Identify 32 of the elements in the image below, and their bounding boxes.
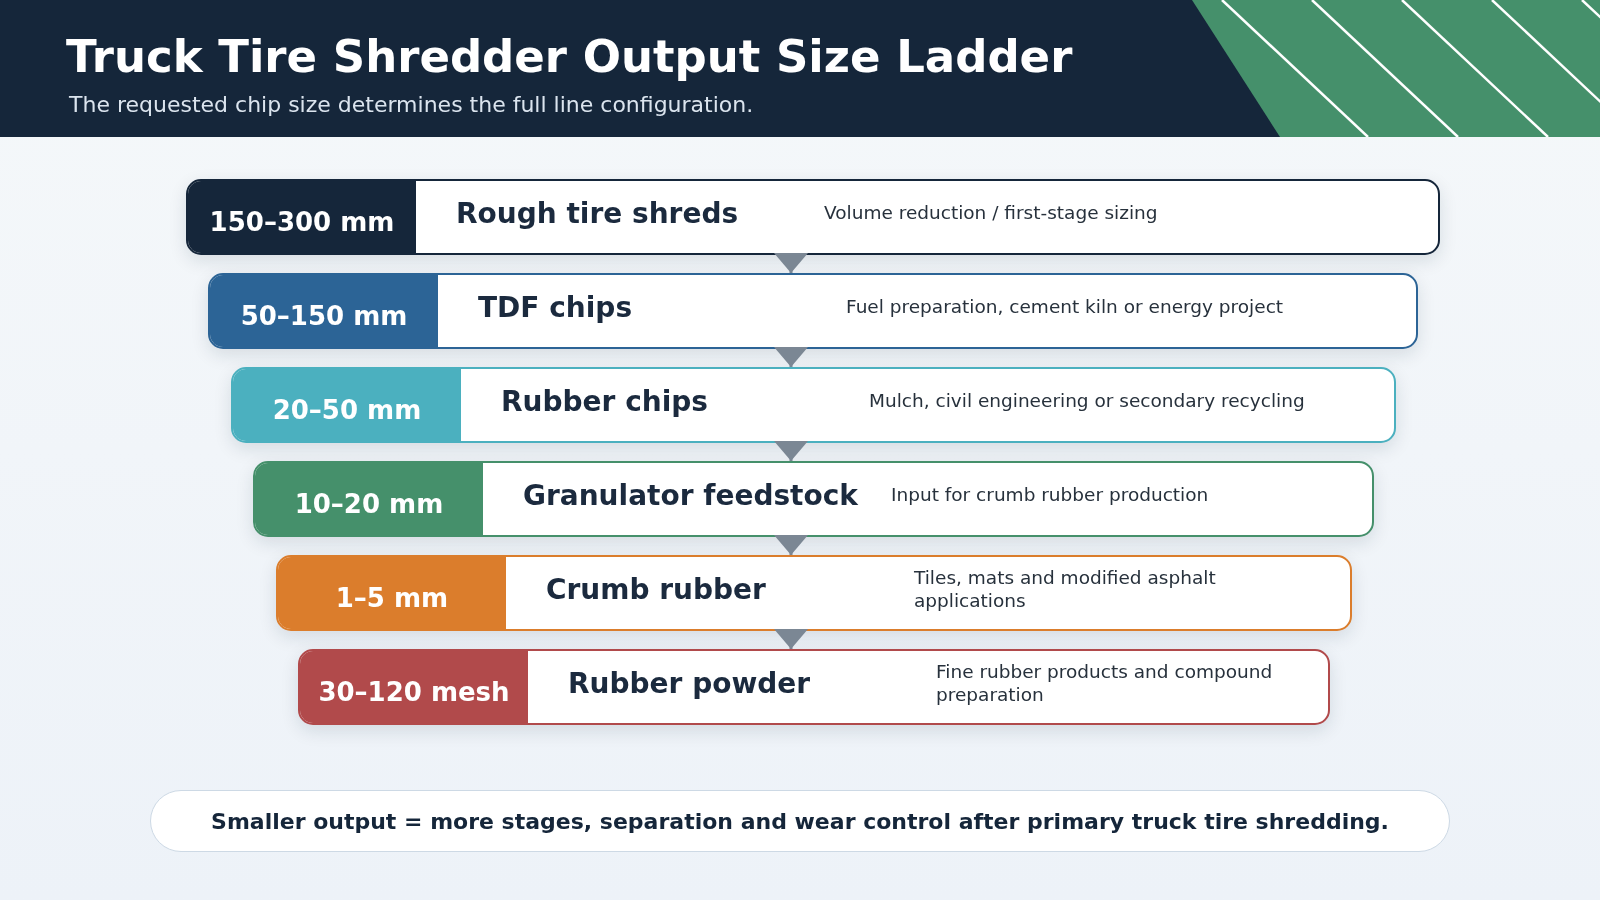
stage-description: Fine rubber products and compound preparation: [936, 659, 1274, 707]
arrow: [774, 629, 808, 649]
size-label: 150–300 mm: [188, 181, 416, 253]
stage-title: Rough tire shreds: [456, 196, 739, 230]
size-label: 10–20 mm: [255, 463, 483, 535]
stage-row: [186, 179, 1440, 255]
stage-description: Volume reduction / first-stage sizing: [824, 201, 1158, 225]
arrow: [774, 441, 808, 461]
stage-title: Granulator feedstock: [523, 478, 858, 512]
stage-description: Tiles, mats and modified asphalt applications: [914, 565, 1217, 613]
size-label: 50–150 mm: [210, 275, 438, 347]
stage-title: Rubber powder: [568, 666, 811, 700]
stage-description: Input for crumb rubber production: [891, 483, 1209, 507]
arrow: [774, 535, 808, 555]
stage-row: [231, 367, 1396, 443]
arrow: [774, 253, 808, 273]
subtitle: The requested chip size determines the full line configuration.: [69, 92, 754, 119]
stage-row: [208, 273, 1418, 349]
stage-row: [253, 461, 1374, 537]
arrow: [774, 347, 808, 367]
note-text: Smaller output = more stages, separation and wear control after primary truck tire shredding.: [211, 808, 1389, 834]
size-label: 30–120 mesh: [300, 651, 528, 723]
stage-title: TDF chips: [478, 290, 633, 324]
stage-title: Crumb rubber: [546, 572, 766, 606]
title: Truck Tire Shredder Output Size Ladder: [66, 32, 1073, 82]
stage-row: [298, 649, 1330, 725]
stage-title: Rubber chips: [501, 384, 708, 418]
stage-row: [276, 555, 1352, 631]
size-label: 20–50 mm: [233, 369, 461, 441]
size-label: 1–5 mm: [278, 557, 506, 629]
stage-description: Mulch, civil engineering or secondary recycling: [869, 389, 1305, 413]
stage-description: Fuel preparation, cement kiln or energy project: [846, 295, 1284, 319]
